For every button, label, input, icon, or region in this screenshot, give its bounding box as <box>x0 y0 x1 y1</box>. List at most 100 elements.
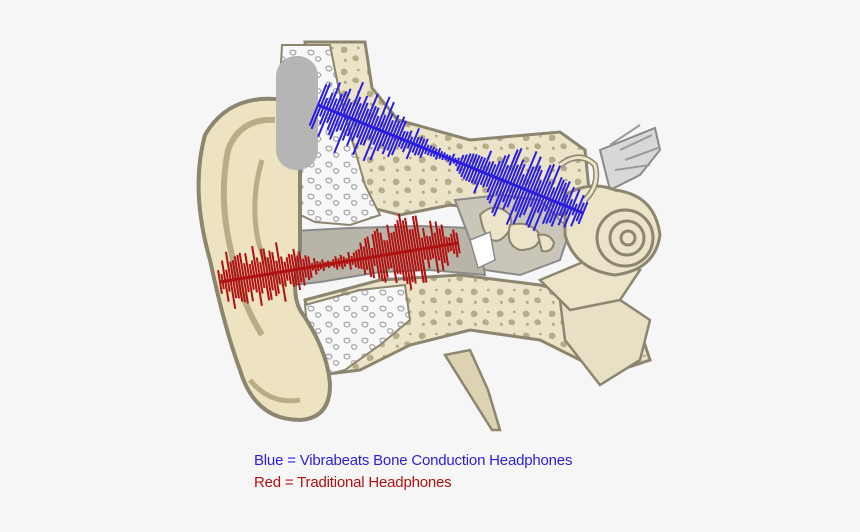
wave-stroke <box>577 201 589 225</box>
wave-stroke <box>536 181 552 214</box>
wave-stroke <box>502 159 525 210</box>
wave-stroke <box>481 160 495 188</box>
wave-stroke <box>302 258 308 278</box>
wave-stroke <box>452 157 457 165</box>
wave-stroke <box>307 256 313 279</box>
wave-stroke <box>434 221 445 271</box>
wave-stroke <box>376 113 394 152</box>
wave-stroke <box>438 228 446 264</box>
wave-stroke <box>368 115 380 140</box>
wave-stroke <box>512 173 525 200</box>
wave-stroke <box>543 186 556 212</box>
wave-stroke <box>386 224 398 284</box>
wave-stroke <box>326 260 331 269</box>
wave-stroke <box>473 157 487 185</box>
wave-stroke <box>479 161 492 186</box>
wave-stroke <box>525 164 552 226</box>
wave-stroke <box>225 269 231 292</box>
wave-stroke <box>339 101 353 131</box>
wave-stroke <box>564 198 574 216</box>
wave-stroke <box>329 261 333 267</box>
wave-stroke <box>529 180 542 208</box>
wave-stroke <box>298 251 306 286</box>
wave-stroke <box>514 166 535 213</box>
wave-stroke <box>420 237 427 260</box>
wave-stroke <box>558 194 569 216</box>
wave-stroke <box>255 257 264 294</box>
wave-stroke <box>231 260 240 299</box>
wave-stroke <box>400 131 409 150</box>
wave-stroke <box>248 263 255 290</box>
wave-stroke <box>352 252 358 268</box>
wave-stroke <box>419 138 429 158</box>
wave-stroke <box>447 237 453 252</box>
wave-stroke <box>274 242 287 302</box>
wave-stroke <box>401 130 413 153</box>
wave-stroke <box>324 261 328 268</box>
wave-stroke <box>455 232 461 254</box>
wave-stroke <box>275 260 282 285</box>
wave-stroke <box>433 232 441 261</box>
wave-stroke <box>570 194 585 227</box>
wave-stroke <box>317 82 342 137</box>
wave-stroke <box>416 138 426 156</box>
wave-stroke <box>550 180 571 227</box>
wave-stroke <box>373 230 384 282</box>
wave-stroke <box>488 154 511 204</box>
bone-conduction-headphone-icon <box>276 56 318 170</box>
wave-stroke <box>345 95 369 147</box>
wave-stroke <box>545 179 565 224</box>
wave-stroke <box>456 154 465 172</box>
wave-stroke <box>448 153 456 166</box>
wave-stroke <box>351 102 369 142</box>
wave-stroke <box>426 145 433 156</box>
semicircular-nerve-bundle <box>598 124 662 192</box>
wave-stroke <box>396 219 409 285</box>
wave-stroke <box>401 220 414 283</box>
wave-stroke <box>460 153 472 178</box>
wave-stroke <box>312 258 318 275</box>
wave-stroke <box>369 101 395 161</box>
wave-stroke <box>243 263 250 293</box>
wave-stroke <box>355 108 370 138</box>
wave-stroke <box>250 260 258 293</box>
wave-stroke <box>316 260 320 272</box>
wave-stroke <box>296 255 303 283</box>
wave-stroke <box>522 169 543 216</box>
wave-stroke <box>495 164 510 196</box>
wave-stroke <box>371 233 381 279</box>
wave-stroke <box>413 136 424 156</box>
wave-stroke <box>220 273 225 290</box>
wave-stroke <box>454 157 461 167</box>
wave-stroke <box>472 150 493 194</box>
wave-stroke <box>506 163 526 208</box>
wave-stroke <box>386 120 401 151</box>
wave-stroke <box>458 154 468 175</box>
wave-stroke <box>428 236 435 259</box>
wave-stroke <box>372 114 387 146</box>
air-conduction-wave <box>217 213 461 309</box>
wave-stroke <box>432 148 438 158</box>
wave-stroke <box>512 156 542 225</box>
wave-stroke <box>411 136 420 153</box>
wave-stroke <box>362 246 369 271</box>
wave-stroke <box>350 255 354 265</box>
wave-stroke <box>359 105 377 146</box>
wave-stroke <box>341 96 362 141</box>
wave-stroke <box>406 136 414 149</box>
wave-stroke <box>386 116 406 158</box>
wave-stroke <box>429 146 436 157</box>
wave-stroke <box>362 96 391 162</box>
legend-bone-conduction: Blue = Vibrabeats Bone Conduction Headph… <box>254 452 573 469</box>
wave-stroke <box>329 88 352 140</box>
wave-stroke <box>571 203 578 216</box>
wave-stroke <box>363 238 373 278</box>
wave-stroke <box>362 107 380 146</box>
wave-stroke <box>292 248 302 291</box>
wave-stroke <box>501 164 520 203</box>
wave-stroke <box>438 150 444 160</box>
wave-stroke <box>491 149 519 214</box>
wave-stroke <box>446 155 452 162</box>
wave-stroke <box>326 93 343 131</box>
wave-stroke <box>505 150 538 225</box>
